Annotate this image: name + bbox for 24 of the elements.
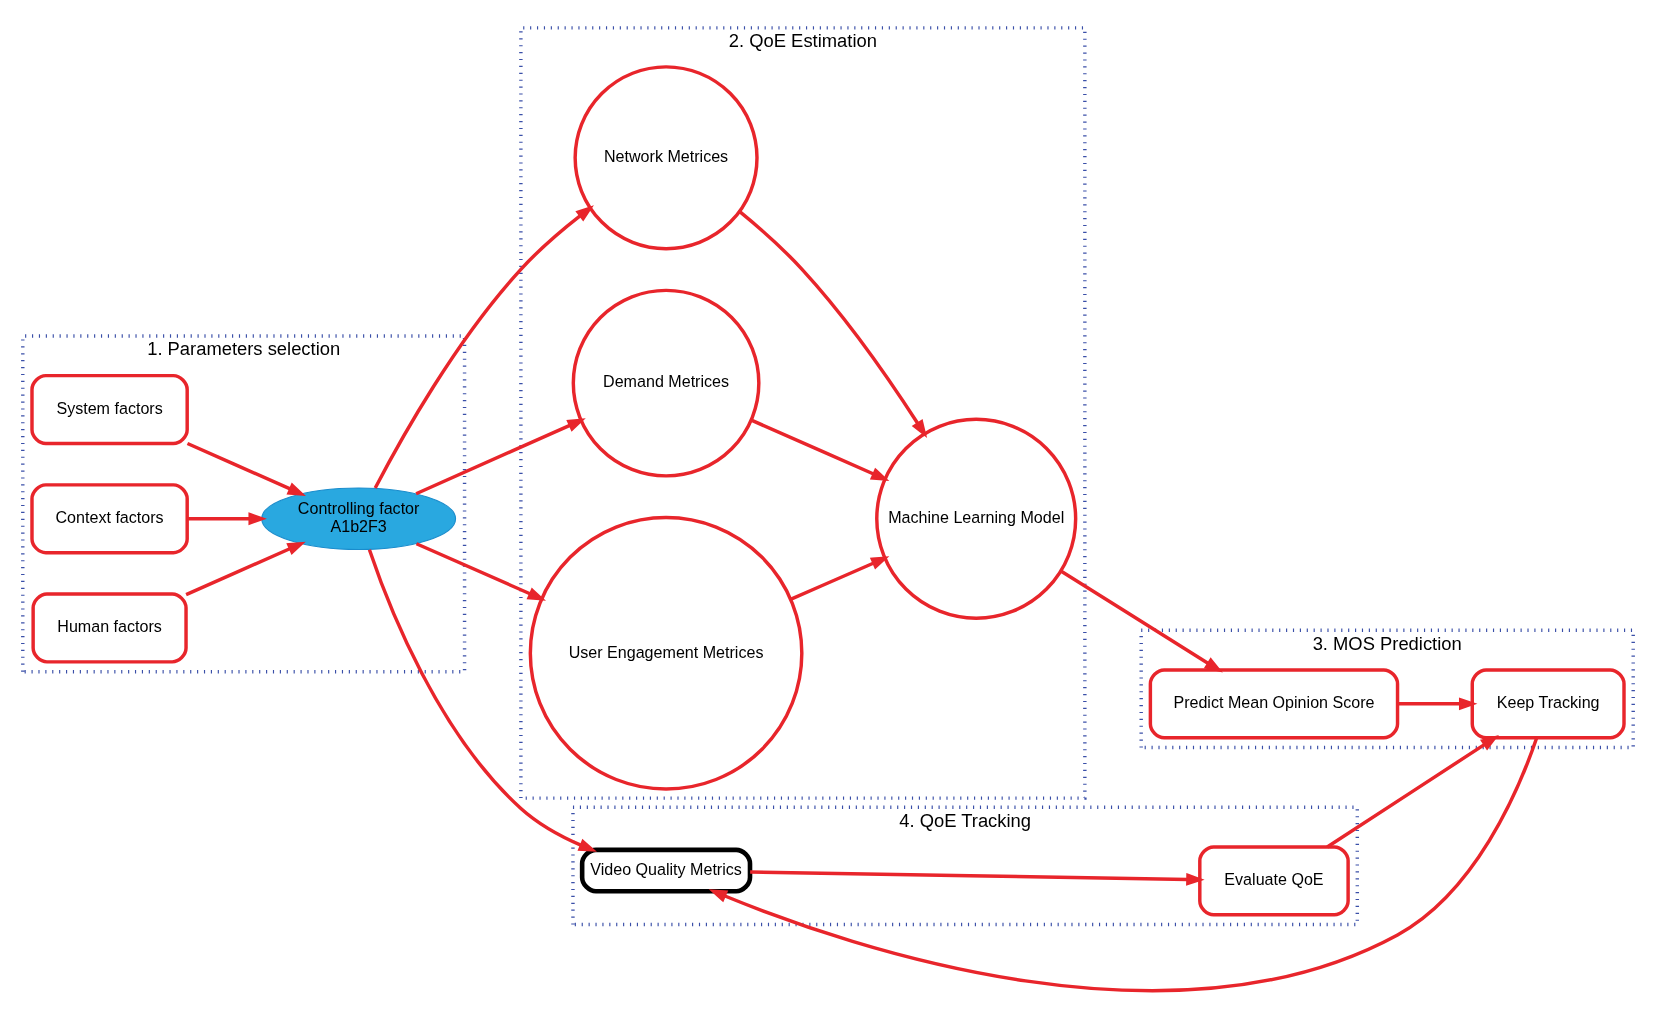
node-box: Human factors bbox=[30, 592, 188, 664]
node-circle: Demand Metrices bbox=[571, 288, 761, 478]
arrow bbox=[186, 441, 306, 496]
arrow bbox=[738, 210, 927, 438]
arrow bbox=[749, 870, 1205, 886]
node-box: Video Quality Metrics bbox=[579, 847, 752, 894]
node-box: Keep Tracking bbox=[1470, 668, 1626, 740]
arrow bbox=[750, 418, 889, 481]
node-box: Evaluate QoE bbox=[1197, 845, 1350, 917]
arrow bbox=[367, 549, 597, 852]
arrow bbox=[373, 205, 594, 489]
arrow bbox=[1059, 569, 1223, 673]
arrow bbox=[415, 542, 546, 601]
node-box: System factors bbox=[29, 373, 189, 446]
arrow bbox=[414, 418, 586, 496]
arrow bbox=[186, 512, 267, 526]
arrow bbox=[789, 556, 889, 601]
node-box: Context factors bbox=[29, 483, 189, 555]
node-box: Predict Mean Opinion Score bbox=[1148, 668, 1399, 740]
arrow bbox=[1325, 735, 1499, 849]
arrow bbox=[1397, 697, 1477, 711]
arrow bbox=[708, 737, 1538, 993]
node-ellipse: Controlling factor A1b2F3 bbox=[260, 487, 456, 551]
arrow bbox=[184, 541, 306, 597]
